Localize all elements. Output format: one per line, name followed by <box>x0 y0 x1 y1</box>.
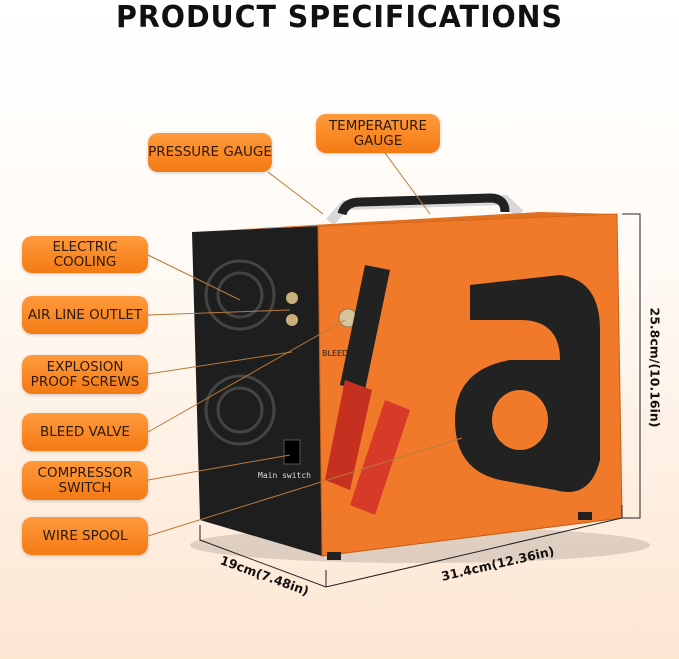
leader-lines <box>147 152 463 537</box>
callout-electric-cooling: ELECTRIC COOLING <box>22 236 148 273</box>
carry-handle <box>337 193 510 216</box>
callout-explosion-proof-screws: EXPLOSION PROOF SCREWS <box>22 355 148 394</box>
callout-compressor-switch: COMPRESSOR SWITCH <box>22 461 148 500</box>
callout-wire-spool: WIRE SPOOL <box>22 517 148 555</box>
cooling-fan-bottom <box>204 374 276 446</box>
callout-bleed-valve: BLEED VALVE <box>22 413 148 451</box>
red-clamp <box>350 400 410 515</box>
main-switch-text: Main switch <box>258 471 311 480</box>
callout-air-line-outlet: AIR LINE OUTLET <box>22 296 148 334</box>
black-clamp <box>340 265 390 390</box>
top-panel <box>226 212 617 230</box>
dimension-lines <box>199 213 641 588</box>
callout-temperature-gauge: TEMPERATURE GAUGE <box>316 114 440 153</box>
air-outlet <box>286 292 298 304</box>
wire-spool <box>455 275 600 492</box>
page-title: PRODUCT SPECIFICATIONS <box>116 0 563 35</box>
spool-hole <box>492 390 548 450</box>
bleed-text: BLEED <box>322 349 348 358</box>
callout-pressure-gauge: PRESSURE GAUGE <box>148 133 272 172</box>
main-switch <box>283 439 301 465</box>
height-dimension: 25.8cm/(10.16in) <box>647 307 663 428</box>
cooling-fan-top <box>204 259 276 331</box>
